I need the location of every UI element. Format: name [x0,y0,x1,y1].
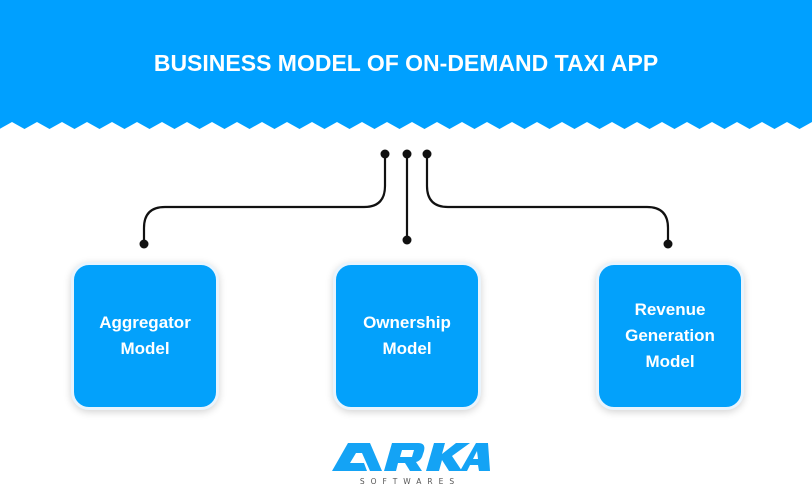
connector-dot [402,235,412,245]
connector-left [142,154,387,244]
aggregator-model-box: Aggregator Model [71,262,219,410]
box-label: Ownership Model [363,313,451,358]
ownership-model-box: Ownership Model [333,262,481,410]
arka-softwares-logo: SOFTWARES [332,443,490,486]
connector-dot [380,149,390,159]
connector-right [425,154,670,244]
connector-dot [139,239,149,249]
connector-dot [663,239,673,249]
page-title: BUSINESS MODEL OF ON-DEMAND TAXI APP [153,50,659,76]
box-label: Aggregator Model [99,313,191,358]
box-label: Revenue Generation Model [625,300,715,371]
header-banner [0,0,812,129]
connector-dot [422,149,432,159]
svg-text:SOFTWARES: SOFTWARES [360,477,460,486]
revenue-generation-model-box: Revenue Generation Model [596,262,744,410]
connector-dot [402,149,412,159]
